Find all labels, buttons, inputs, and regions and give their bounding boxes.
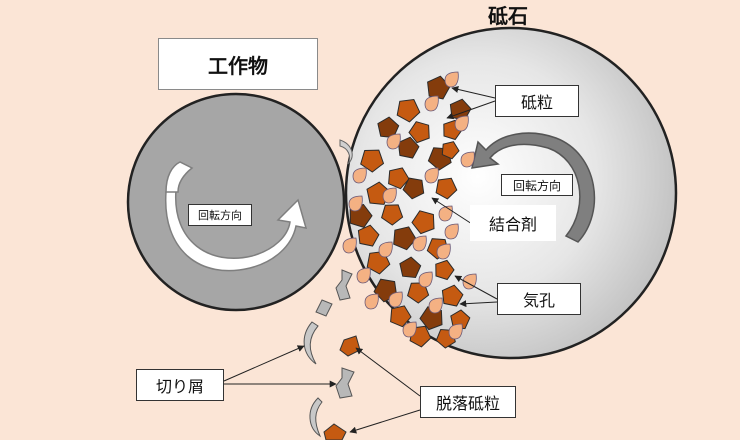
abrasive-grain	[399, 256, 422, 279]
callout-pore-1	[454, 275, 498, 300]
workpiece-rotation-label: 回転方向	[188, 204, 252, 226]
bond-label: 結合剤	[470, 205, 556, 241]
abrasive-grain-label: 砥粒	[495, 85, 579, 117]
pore	[454, 115, 469, 132]
pore	[436, 243, 451, 260]
abrasive-grain	[441, 284, 464, 307]
pore	[424, 95, 439, 112]
pore	[342, 237, 357, 254]
abrasive-grain	[390, 305, 412, 328]
abrasive-grain	[435, 259, 455, 281]
workpiece-rotation-arrow-shape	[165, 189, 308, 272]
pore	[352, 167, 367, 184]
grain-field	[342, 71, 477, 349]
callout-abrasive-grain-2	[446, 100, 496, 120]
chips-label: 切り屑	[136, 369, 224, 401]
callout-bond	[431, 197, 473, 225]
pore	[462, 273, 477, 290]
pore	[382, 187, 397, 204]
pore	[402, 321, 417, 338]
pore	[386, 133, 401, 150]
pore-label: 気孔	[497, 283, 581, 315]
grinding-wheel-label: 砥石	[488, 4, 528, 28]
abrasive-grain	[407, 282, 430, 304]
detached-grains-label: 脱落砥粒	[420, 386, 516, 418]
abrasive-grain	[411, 210, 435, 235]
abrasive-grain	[393, 226, 417, 251]
abrasive-grain	[377, 116, 400, 139]
chip	[309, 397, 323, 438]
abrasive-grain	[360, 149, 385, 173]
pore	[412, 235, 427, 252]
abrasive-grain	[388, 167, 410, 190]
workpiece-rotation-arrow-top	[165, 161, 194, 193]
pore	[418, 271, 433, 288]
detached-grain	[339, 335, 361, 357]
callout-detached-1	[355, 347, 421, 397]
pore	[378, 241, 393, 258]
pore	[438, 205, 453, 222]
workpiece-label: 工作物	[158, 38, 318, 90]
pore	[460, 151, 475, 168]
detached-grain	[323, 423, 347, 440]
pore	[448, 323, 463, 340]
callout-abrasive-grain-1	[451, 86, 496, 99]
abrasive-grain	[402, 177, 425, 200]
pore	[364, 293, 379, 310]
callout-lines	[223, 86, 498, 434]
pore	[424, 167, 439, 184]
wheel-rotation-label: 回転方向	[501, 174, 573, 196]
abrasive-grain	[357, 224, 380, 247]
pore	[444, 71, 459, 88]
callout-detached-2	[349, 409, 421, 434]
chip	[303, 321, 319, 365]
contact-chip	[339, 139, 353, 165]
chip	[315, 299, 333, 317]
abrasive-grain	[396, 98, 421, 123]
callout-chips-1	[223, 345, 305, 382]
pore	[428, 297, 443, 314]
wheel-rotation-arrow	[471, 132, 596, 243]
chip	[335, 269, 353, 301]
abrasive-grain	[381, 204, 404, 226]
pore	[348, 195, 363, 212]
pore	[356, 267, 371, 284]
pore	[444, 223, 459, 240]
abrasive-grain	[408, 121, 430, 144]
abrasive-grain	[435, 177, 458, 200]
callout-pore-2	[459, 300, 498, 308]
abrasive-grain	[441, 141, 460, 160]
pore	[388, 291, 403, 308]
workpiece-circle	[126, 92, 346, 312]
chip	[335, 367, 355, 399]
